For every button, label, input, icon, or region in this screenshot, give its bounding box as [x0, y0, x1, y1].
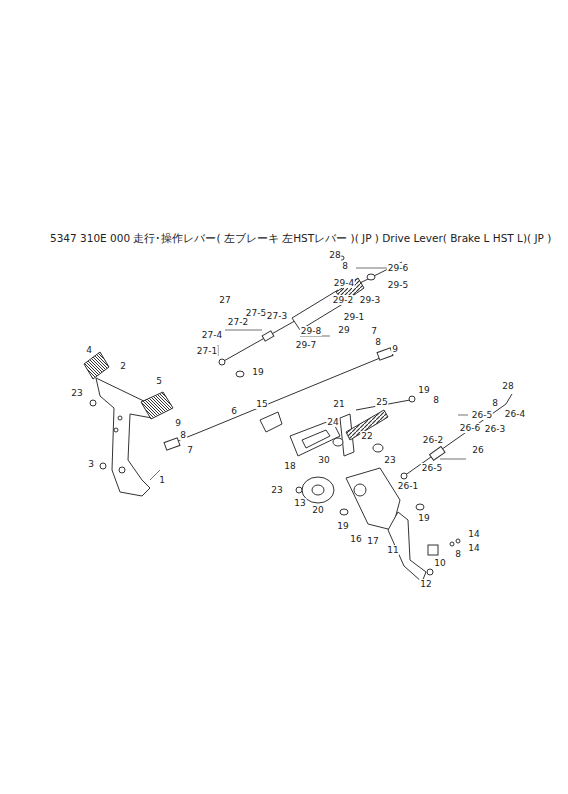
callout-number: 29-4 — [333, 278, 355, 288]
callout-number: 7 — [186, 445, 194, 455]
callout-number: 2 — [119, 361, 127, 371]
callout-number: 30 — [317, 455, 330, 465]
callout-number: 20 — [311, 505, 324, 515]
callout-number: 29-6 — [387, 263, 409, 273]
callout-number: 26-3 — [484, 424, 506, 434]
callout-number: 8 — [454, 549, 462, 559]
callout-number: 17 — [366, 536, 379, 546]
callout-number: 25 — [375, 397, 388, 407]
callout-number: 26 — [471, 445, 484, 455]
callout-number: 8 — [432, 395, 440, 405]
callout-number: 5 — [155, 376, 163, 386]
callout-number: 19 — [417, 513, 430, 523]
callout-number: 9 — [391, 344, 399, 354]
callout-number: 19 — [336, 521, 349, 531]
callout-number: 29-2 — [332, 295, 354, 305]
callout-number: 14 — [467, 529, 480, 539]
callout-number: 29 — [337, 325, 350, 335]
callout-number: 8 — [374, 337, 382, 347]
callout-number: 26-4 — [504, 409, 526, 419]
callout-number: 6 — [230, 406, 238, 416]
callout-number: 23 — [270, 485, 283, 495]
callout-number: 27-1 — [196, 346, 218, 356]
callout-number: 16 — [349, 534, 362, 544]
callout-number: 1 — [158, 475, 166, 485]
callout-number: 18 — [283, 461, 296, 471]
callout-number: 27-4 — [201, 330, 223, 340]
callout-number: 26-5 — [421, 463, 443, 473]
callout-number: 19 — [417, 385, 430, 395]
callout-number: 29-8 — [300, 326, 322, 336]
callout-number: 29-3 — [359, 295, 381, 305]
callout-number: 8 — [341, 261, 349, 271]
callout-number: 23 — [383, 455, 396, 465]
callout-number: 11 — [386, 545, 399, 555]
callout-number: 22 — [360, 431, 373, 441]
callout-number: 3 — [87, 459, 95, 469]
callout-number: 15 — [255, 399, 268, 409]
callout-number: 19 — [251, 367, 264, 377]
callout-number: 29-5 — [387, 280, 409, 290]
callout-number: 26-6 — [459, 423, 481, 433]
callout-number: 7 — [370, 326, 378, 336]
callout-number: 28 — [328, 250, 341, 260]
callout-number: 28 — [501, 381, 514, 391]
callout-number: 26-5 — [471, 410, 493, 420]
callout-number: 8 — [179, 430, 187, 440]
callout-number: 12 — [419, 579, 432, 589]
callout-number: 27 — [218, 295, 231, 305]
callout-number: 26-1 — [397, 481, 419, 491]
diagram-title: 5347 310E 000 走行･操作レバー( 左ブレーキ 左HSTレバー )(… — [50, 232, 551, 246]
callout-number: 27-2 — [227, 317, 249, 327]
callout-number: 26-2 — [422, 435, 444, 445]
callout-number: 4 — [85, 345, 93, 355]
callout-number: 29-1 — [343, 312, 365, 322]
callout-number: 29-7 — [295, 340, 317, 350]
callout-number: 23 — [70, 388, 83, 398]
callout-number: 24 — [326, 417, 339, 427]
callout-number: 13 — [293, 498, 306, 508]
callout-number: 21 — [332, 399, 345, 409]
callout-number: 10 — [433, 558, 446, 568]
callout-number: 8 — [491, 398, 499, 408]
callout-number: 27-3 — [266, 311, 288, 321]
callout-number: 14 — [467, 543, 480, 553]
callout-number: 9 — [174, 418, 182, 428]
